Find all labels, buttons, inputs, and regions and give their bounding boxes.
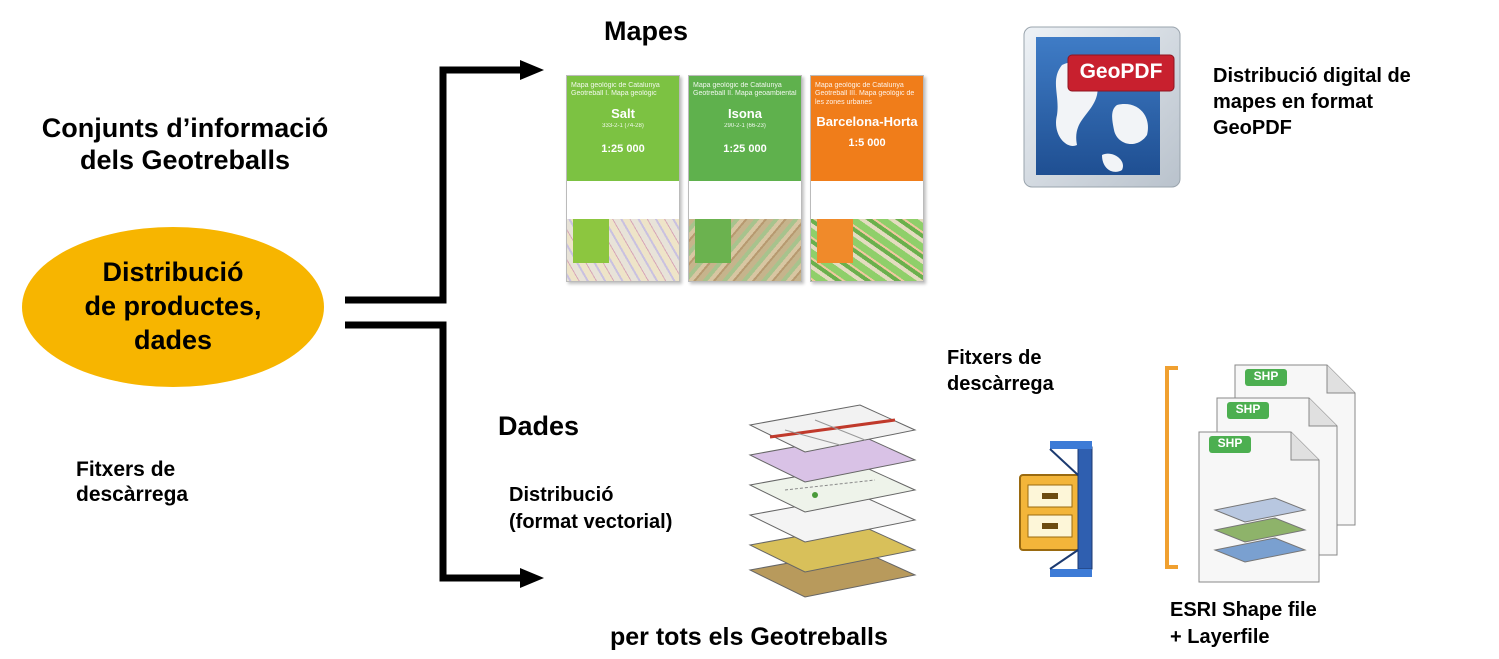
shp-badge-front: SHP [1217,436,1243,450]
map-thumbnail [567,219,679,281]
ellipse-line-1: Distribució [102,257,244,288]
ellipse-line-3: dades [133,324,213,355]
geopdf-badge: GeoPDF [1079,60,1163,83]
footer-caption: per tots els Geotreballs [610,623,888,651]
data-downloads-label: Fitxers de descàrrega [947,347,1054,395]
map-card-barcelona-horta: Mapa geològic de Catalunya Geotreball II… [810,75,924,282]
ellipse-line-2: de productes, [84,291,262,322]
map-card-header: Mapa geològic de Catalunya Geotreball II… [689,76,801,181]
map-thumbnail [689,219,801,281]
map-legend [817,219,853,263]
left-downloads-label: Fitxers de descàrrega [76,458,189,507]
data-title: Dades [498,411,580,441]
map-card-header: Mapa geològic de Catalunya Geotreball II… [811,76,923,181]
esri-shapefile-label: ESRI Shape file + Layerfile [1170,599,1317,648]
vector-layers-icon [748,404,917,598]
upper-connector [345,66,520,304]
map-legend [573,219,609,263]
title-line-1: Conjunts d’informació [41,113,329,143]
shp-badge-middle: SHP [1235,402,1261,416]
title-line-2: dels Geotreballs [79,145,291,176]
map-legend [695,219,731,263]
geopdf-icon [1023,26,1181,188]
map-card-salt: Mapa geològic de Catalunya Geotreball I.… [566,75,680,282]
upper-arrowhead [520,60,544,80]
shp-doc-front [1198,431,1320,583]
distribution-ellipse: Distribució de productes, dades [22,227,324,387]
lower-connector [345,321,520,582]
title: Conjunts d’informació dels Geotreballs [10,112,360,177]
vector-format-label: Distribució (format vectorial) [509,484,673,533]
geopdf-description: Distribució digital de mapes en format G… [1213,65,1411,139]
shp-badge-back: SHP [1253,369,1279,383]
shapefile-bracket [1165,366,1178,569]
shapefile-documents-icon [1198,364,1356,583]
map-card-header: Mapa geològic de Catalunya Geotreball I.… [567,76,679,181]
map-card-isona: Mapa geològic de Catalunya Geotreball II… [688,75,802,282]
lower-arrowhead [520,568,544,588]
map-thumbnail [811,219,923,281]
archive-compress-icon [1019,441,1093,577]
maps-title: Mapes [604,16,689,46]
